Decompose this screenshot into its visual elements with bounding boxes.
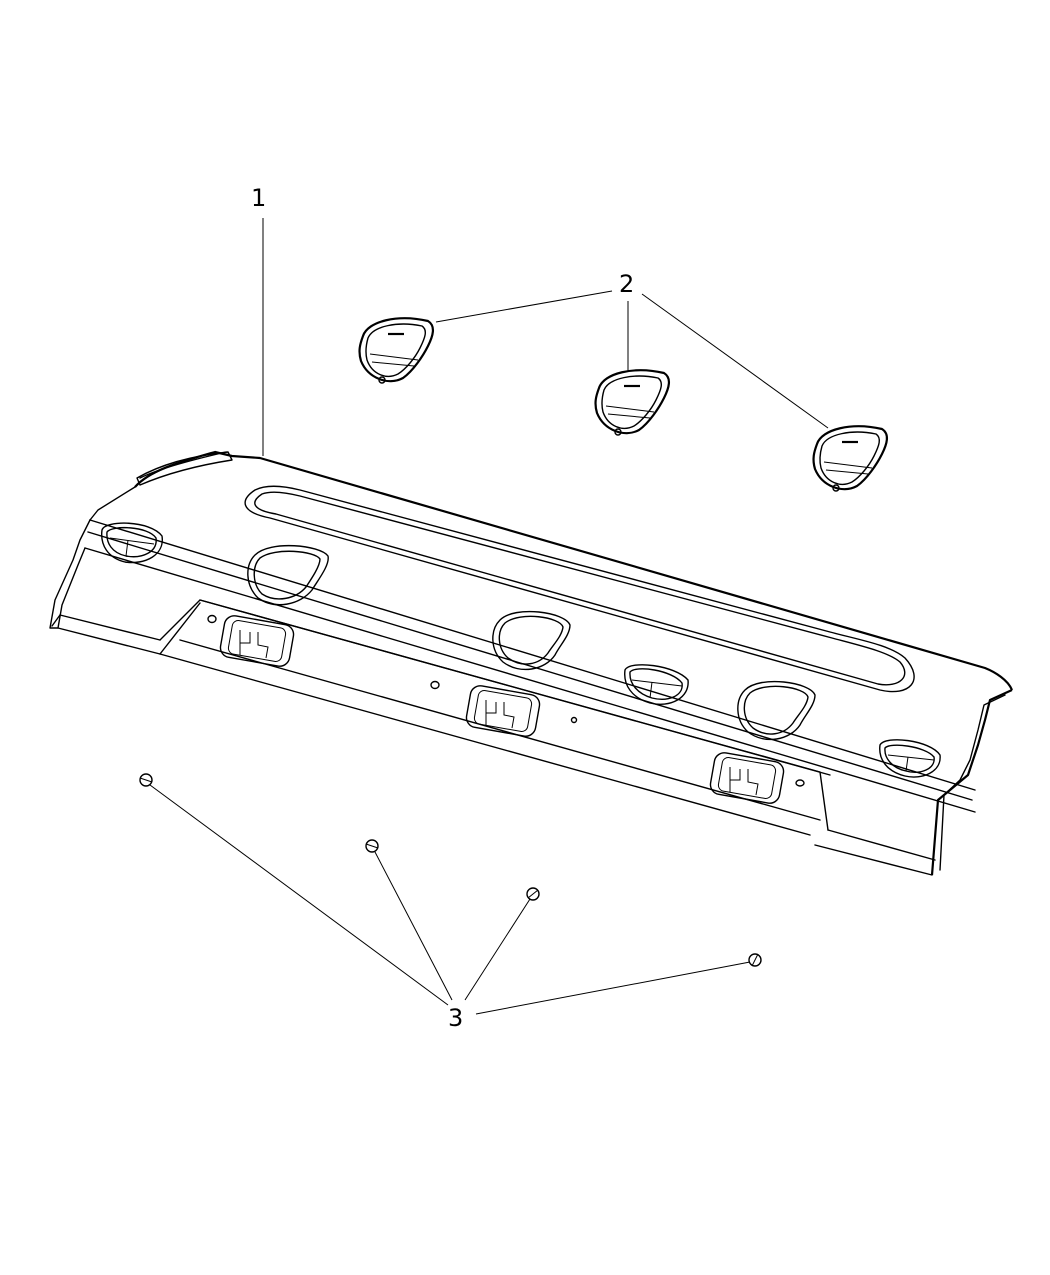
callout-3: 3 [448, 1004, 464, 1032]
leader-lines [149, 218, 829, 1015]
callout-1: 1 [251, 184, 267, 212]
recess-right-inner [624, 664, 689, 705]
clip-pocket-center [465, 685, 541, 737]
speaker-opening-left [247, 545, 329, 606]
speaker-cover-3 [812, 425, 888, 492]
callout-2: 2 [619, 270, 635, 298]
clip-pocket-left [219, 615, 295, 667]
package-shelf-panel [49, 450, 1014, 876]
speaker-opening-center [492, 610, 571, 671]
push-pin-4 [748, 953, 762, 967]
push-pin-2 [365, 839, 379, 853]
push-pin-1 [139, 773, 153, 787]
push-pin-3 [526, 887, 540, 901]
speaker-opening-right [737, 680, 816, 741]
recess-right-outer [879, 739, 941, 778]
clip-pocket-right [709, 752, 785, 804]
recess-left [101, 522, 163, 564]
speaker-cover-1 [358, 317, 434, 384]
speaker-cover-2 [594, 369, 670, 436]
